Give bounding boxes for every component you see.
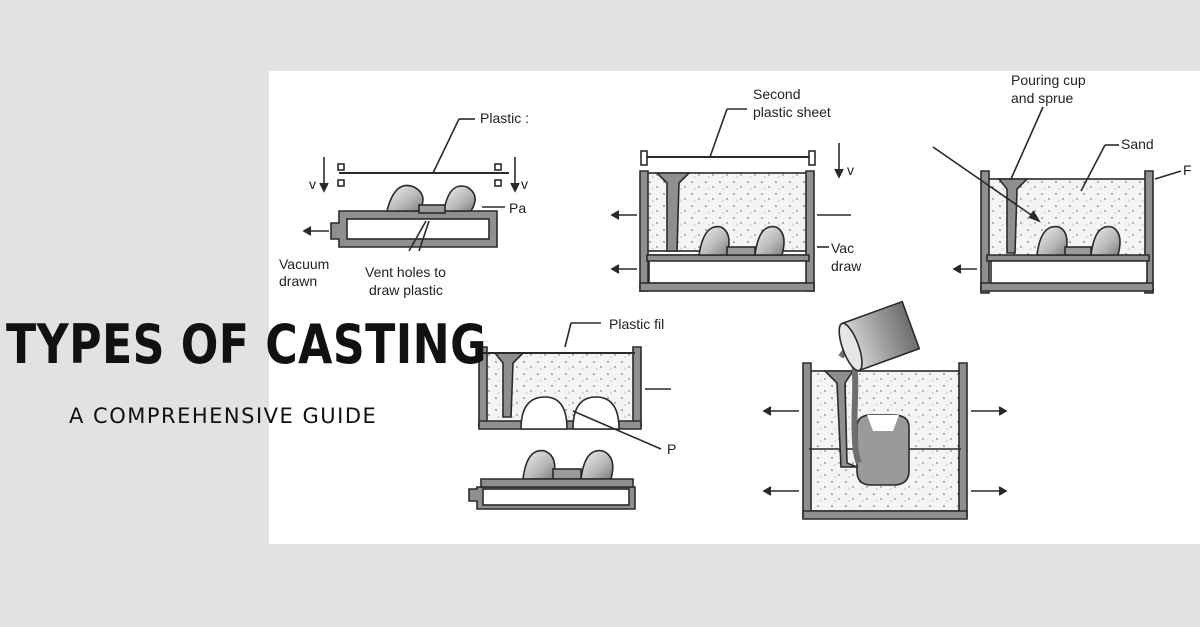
label-v-left: v: [309, 176, 316, 192]
label-second-sheet-2: plastic sheet: [753, 104, 831, 120]
step-1-diagram: [302, 118, 520, 252]
casting-diagram: Plastic : Pa v v Vacuum drawn Vent holes…: [279, 72, 1192, 520]
step-3-diagram: [932, 106, 1182, 294]
label-v-right: v: [521, 176, 528, 192]
diagram-labels: Plastic : Pa v v Vacuum drawn Vent holes…: [279, 72, 1192, 457]
label-vent-holes-2: draw plastic: [369, 282, 443, 298]
label-plastic-sheet: Plastic :: [480, 110, 529, 126]
step-5-diagram: [762, 300, 1008, 520]
label-pouring-cup-1: Pouring cup: [1011, 72, 1086, 88]
label-plastic-film: Plastic fil: [609, 316, 664, 332]
label-pattern: Pa: [509, 200, 526, 216]
step-2-diagram: [610, 108, 851, 292]
label-flask: F: [1183, 162, 1192, 178]
label-v-mid: v: [847, 162, 854, 178]
label-vacuum-drawn-2: drawn: [279, 273, 317, 289]
step-4-diagram: [468, 322, 671, 510]
label-vacuum-drawn-1: Vacuum: [279, 256, 329, 272]
label-vacuum-2-1: Vac: [831, 240, 854, 256]
label-vacuum-2-2: draw: [831, 258, 862, 274]
label-pouring-cup-2: and sprue: [1011, 90, 1073, 106]
page-subtitle: A COMPREHENSIVE GUIDE: [69, 404, 378, 428]
page-title: TYPES OF CASTING: [6, 313, 487, 376]
label-second-sheet-1: Second: [753, 86, 800, 102]
label-sand: Sand: [1121, 136, 1154, 152]
label-p: P: [667, 441, 676, 457]
label-vent-holes-1: Vent holes to: [365, 264, 446, 280]
diagram-panel: Plastic : Pa v v Vacuum drawn Vent holes…: [269, 71, 1200, 544]
